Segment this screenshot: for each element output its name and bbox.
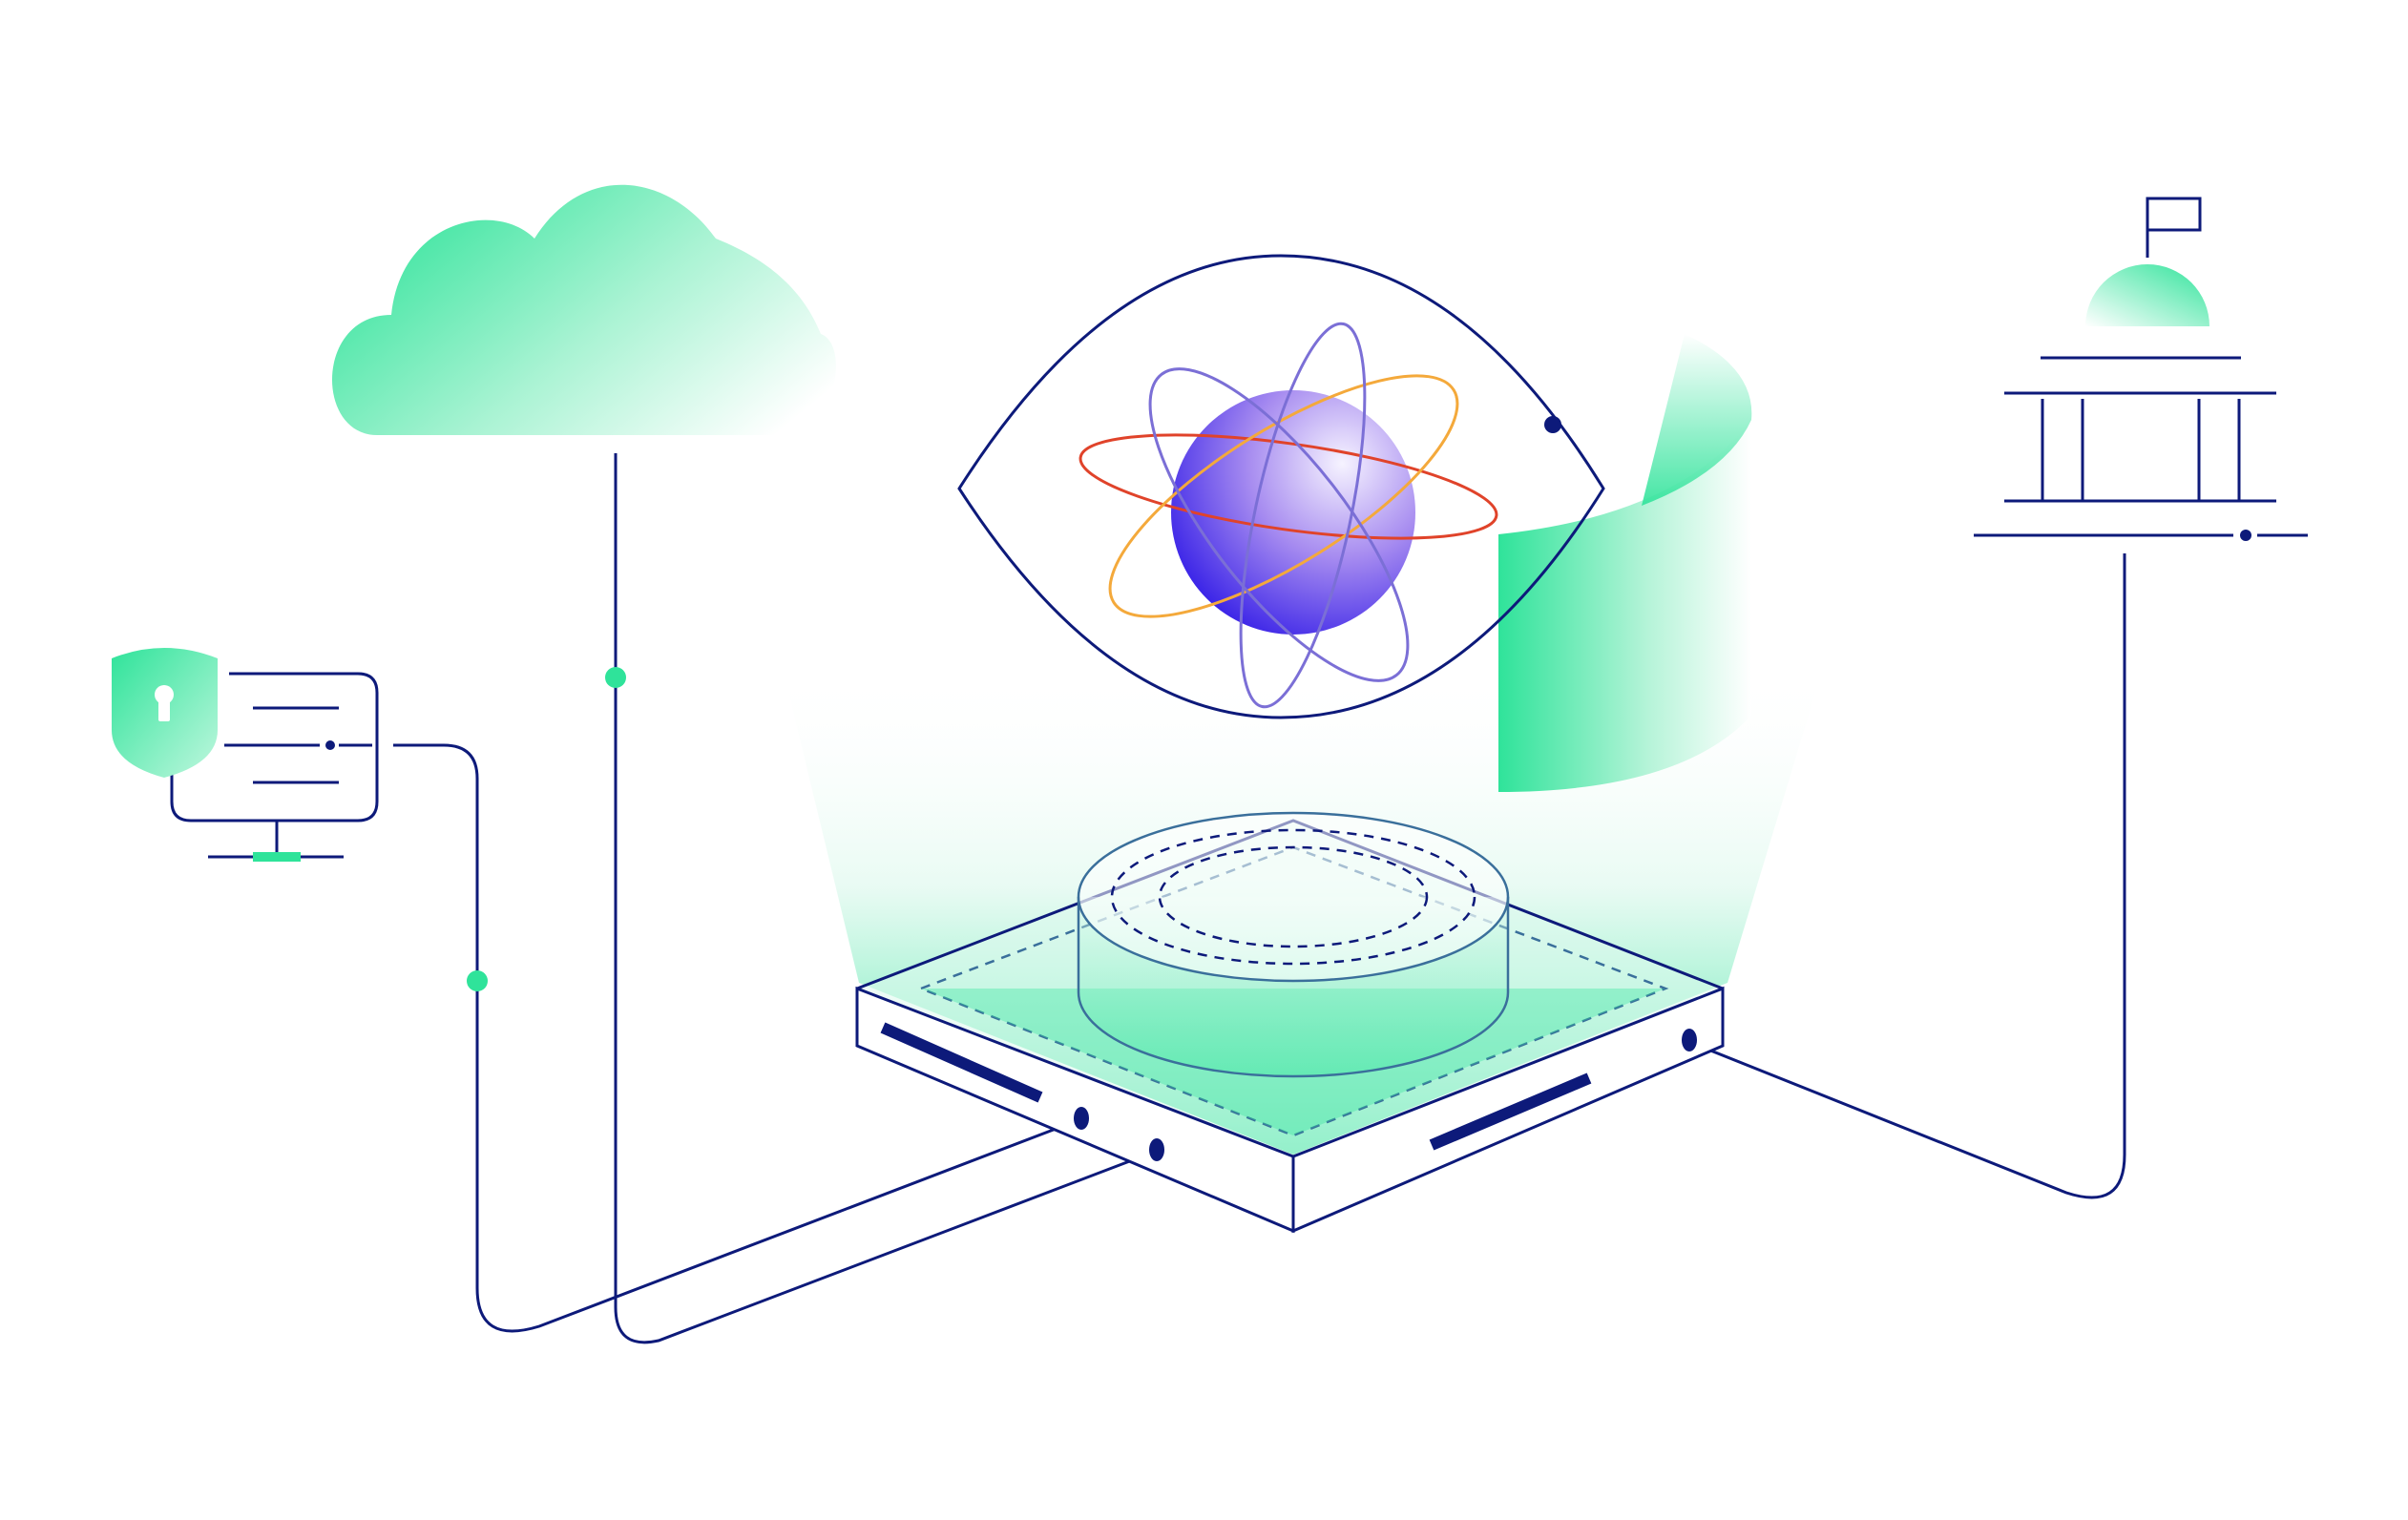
shield-lock-icon <box>112 648 218 778</box>
atom-icon <box>1078 322 1498 709</box>
monitor-cable <box>393 743 1084 1333</box>
building-cable <box>1688 553 2126 1199</box>
building-icon <box>1974 197 2308 541</box>
flag-icon <box>2146 197 2202 258</box>
cloud-cable-node <box>605 667 626 688</box>
sphere <box>1171 390 1415 635</box>
server-platform <box>855 811 1725 1234</box>
green-panel <box>1498 334 1752 792</box>
monitor-cable-node <box>467 970 488 991</box>
monitor-icon <box>170 672 379 862</box>
cloud-cable <box>614 453 1161 1344</box>
cloud-icon <box>331 184 836 436</box>
eye-icon <box>957 254 1605 719</box>
